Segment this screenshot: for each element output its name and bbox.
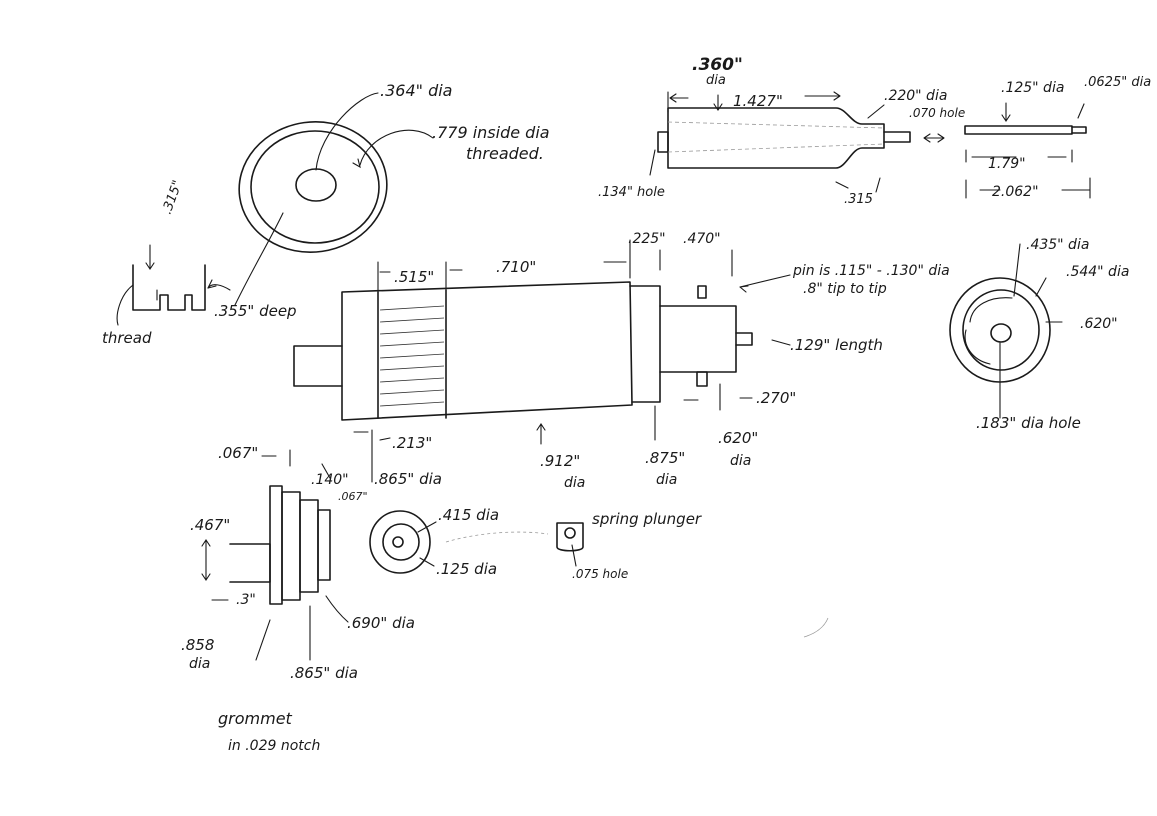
stray-mark xyxy=(803,617,829,638)
cap-len067a-label: .067" xyxy=(218,444,258,462)
thread-depth-label: .315" xyxy=(160,178,186,216)
handle-hole134-label: .134" hole xyxy=(598,185,665,200)
knurl-hatching xyxy=(379,305,445,407)
body-len470-label: .470" xyxy=(683,231,721,247)
body-len515-label: .515" xyxy=(394,268,434,286)
end-hole183-label: .183" dia hole xyxy=(976,414,1081,432)
end-dia544-label: .544" dia xyxy=(1066,264,1129,280)
body-dia912-label: .912" xyxy=(540,452,580,470)
plunger-dia125-label: .125 dia xyxy=(436,560,497,578)
body-dia620-label: .620" xyxy=(718,429,758,447)
handle-drawing: .360" dia 1.427" .220" dia .070 hole .13… xyxy=(598,55,965,207)
cap-dia865-label: .865" dia xyxy=(290,664,358,682)
handle-length-label: 1.427" xyxy=(733,92,783,110)
pin-dia125-label: .125" dia xyxy=(1001,80,1064,96)
pin-dia0625-label: .0625" dia xyxy=(1084,75,1151,90)
thread-note-label: thread xyxy=(102,329,152,347)
cap-depth-label: .355" deep xyxy=(214,302,297,320)
body-dia875-label: .875" xyxy=(645,449,685,467)
pin-len2062-label: 2.062" xyxy=(992,184,1039,200)
body-len129-label: .129" length xyxy=(790,336,883,354)
handle-dia360-unit-label: dia xyxy=(706,73,726,88)
body-dia620-unit: dia xyxy=(730,453,751,469)
body-len213-label: .213" xyxy=(392,434,432,452)
cap-len067b-label: .067" xyxy=(338,490,368,503)
body-len225-label: .225" xyxy=(628,231,666,247)
handle-dia360-label: .360" xyxy=(692,55,743,75)
body-dia875-unit: dia xyxy=(656,472,677,488)
plunger-dia415-label: .415 dia xyxy=(438,506,499,524)
plunger-drawing: .415 dia .125 dia spring plunger .075 ho… xyxy=(369,506,702,581)
cap-threaded-label: threaded. xyxy=(466,144,544,163)
grommet-label: grommet xyxy=(218,709,293,728)
pin-note-line2: .8" tip to tip xyxy=(803,281,887,297)
pin-drawing: .125" dia .0625" dia 1.79" 2.062" xyxy=(964,75,1151,200)
handle-hole070-label: .070 hole xyxy=(909,106,965,120)
cap-len467-label: .467" xyxy=(190,516,230,534)
pin-len179-label: 1.79" xyxy=(988,156,1026,172)
body-len270-label: .270" xyxy=(756,389,796,407)
body-dia912-unit: dia xyxy=(564,475,585,491)
plunger-hole075-label: .075 hole xyxy=(572,567,628,581)
handle-len315-label: .315 xyxy=(844,192,873,207)
grommet-notch-label: in .029 notch xyxy=(228,738,320,754)
main-body-drawing: .515" .710" .225" .470" pin is .115" - .… xyxy=(293,231,950,491)
end-dia620-label: .620" xyxy=(1080,316,1118,332)
end-dia435-label: .435" dia xyxy=(1026,237,1089,253)
cap-len140-label: .140" xyxy=(311,472,349,488)
threaded-cap-drawing: .364" dia .779 inside dia threaded. xyxy=(234,81,550,306)
cap-hole-dia-label: .364" dia xyxy=(380,81,452,100)
cap-len3-label: .3" xyxy=(236,592,256,608)
cap-dia690-label: .690" dia xyxy=(347,614,415,632)
body-dia865-label: .865" dia xyxy=(374,470,442,488)
body-len710-label: .710" xyxy=(496,258,536,276)
cap-dia858-unit: dia xyxy=(189,656,210,672)
end-view-drawing: .435" dia .544" dia .620" .183" dia hole xyxy=(949,237,1129,432)
cap-inside-dia-label: .779 inside dia xyxy=(432,123,550,142)
cap-dia858-label: .858 xyxy=(181,636,214,654)
pin-note-line1: pin is .115" - .130" dia xyxy=(792,263,950,279)
spring-plunger-label: spring plunger xyxy=(592,510,702,528)
thread-profile-drawing: .315" thread .355" deep xyxy=(102,178,297,347)
front-cap-drawing: .067" .140" .067" .467" .3" .858 dia .86… xyxy=(181,444,415,754)
handle-dia220-label: .220" dia xyxy=(884,88,947,104)
